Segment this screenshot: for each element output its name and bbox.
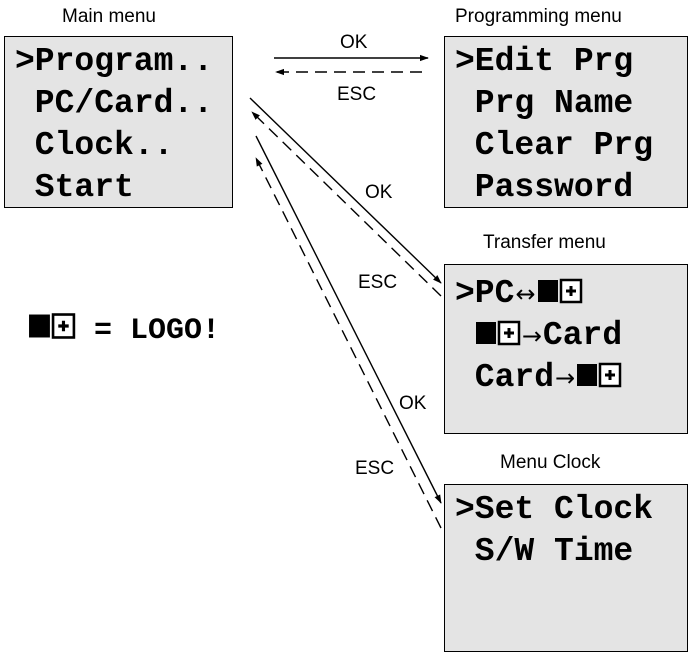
label-program-esc: ESC [337, 84, 377, 105]
arrow-transfer-esc [251, 111, 442, 297]
programming-menu-item-password[interactable]: Password [455, 169, 634, 206]
label-clock-esc: ESC [355, 458, 395, 479]
arrow-clock-ok [255, 135, 442, 504]
legend: = LOGO! [28, 312, 220, 350]
main-menu-display: >Program.. PC/Card.. Clock.. Start [4, 36, 233, 208]
logo-module-icon [475, 317, 521, 359]
clock-menu-caption: Menu Clock [500, 452, 601, 473]
transfer-menu-item-pc-logo[interactable]: >PC↔ [455, 273, 583, 317]
legend-text: = LOGO! [94, 314, 221, 348]
arrow-clock-esc [255, 157, 442, 529]
logo-module-icon [28, 312, 76, 350]
label-program-ok: OK [340, 32, 368, 53]
programming-menu-display: >Edit Prg Prg Name Clear Prg Password [444, 36, 688, 208]
main-menu-item-program[interactable]: >Program.. [15, 43, 214, 80]
programming-menu-item-clear-prg[interactable]: Clear Prg [455, 127, 654, 164]
label-transfer-ok: OK [365, 182, 393, 203]
main-menu-caption: Main menu [62, 6, 156, 27]
logo-module-icon [537, 275, 583, 317]
programming-menu-item-edit-prg[interactable]: >Edit Prg [455, 43, 634, 80]
main-menu-item-start[interactable]: Start [15, 169, 134, 206]
clock-menu-item-sw-time[interactable]: S/W Time [455, 533, 634, 570]
clock-menu-display: >Set Clock S/W Time [444, 484, 688, 652]
main-menu-item-pc-card[interactable]: PC/Card.. [15, 85, 214, 122]
arrow-transfer-ok [249, 97, 442, 284]
transfer-item-pc-prefix: >PC [455, 275, 515, 312]
transfer-menu-caption: Transfer menu [483, 232, 606, 253]
transfer-menu-item-logo-card[interactable]: →Card [455, 315, 622, 359]
programming-menu-caption: Programming menu [455, 6, 622, 27]
main-menu-item-clock[interactable]: Clock.. [15, 127, 174, 164]
transfer-item-card-suffix: Card [542, 317, 623, 354]
logo-module-icon [576, 359, 622, 401]
transfer-menu-display: >PC↔ →Card Card→ [444, 264, 688, 434]
right-arrow-icon: → [521, 322, 542, 350]
transfer-menu-item-card-logo[interactable]: Card→ [455, 357, 622, 401]
programming-menu-item-prg-name[interactable]: Prg Name [455, 85, 634, 122]
right-arrow-icon: → [555, 364, 576, 392]
clock-menu-item-set-clock[interactable]: >Set Clock [455, 491, 654, 528]
label-clock-ok: OK [399, 393, 427, 414]
double-arrow-icon: ↔ [515, 280, 536, 308]
transfer-item-card-prefix: Card [455, 359, 555, 396]
label-transfer-esc: ESC [358, 272, 398, 293]
